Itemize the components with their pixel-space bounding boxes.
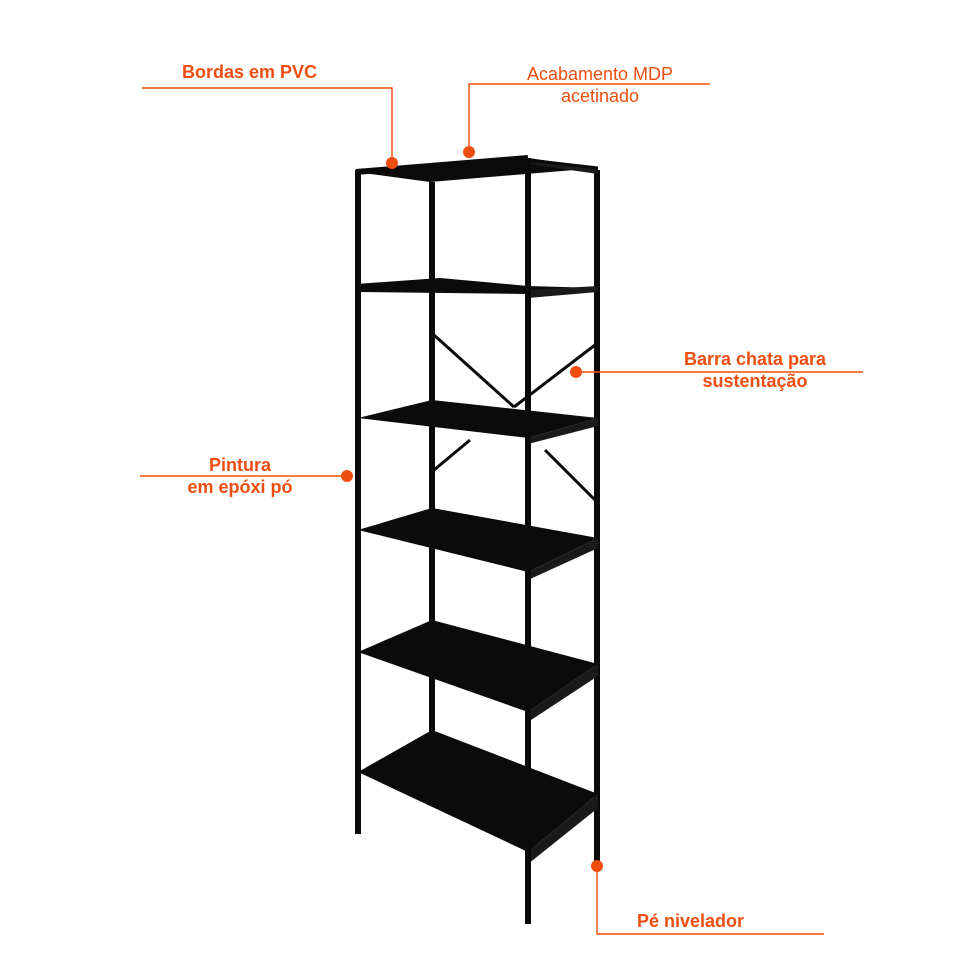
callout-pe-nivelador: Pé nivelador [637,911,745,931]
leader-bordas [142,87,398,169]
top-rail-front [355,155,529,175]
callout-pintura-line1: Pintura [208,455,271,475]
leveling-foot-front [525,914,531,924]
callout-pintura-line2: em epóxi pó [187,477,293,497]
leader-acabamento [463,83,710,158]
brace-upper-a [432,333,516,409]
callout-acabamento-line1: Acabamento MDP [526,64,674,84]
callout-acabamento-mdp: Acabamento MDP acetinado [505,63,695,107]
leader-pe [591,860,824,935]
brace-lower-b [543,448,597,502]
leveling-foot-left [355,824,361,834]
leader-barra [570,366,863,378]
shelf-6 [358,730,598,864]
shelf-4 [358,508,598,580]
leader-pintura [140,470,353,482]
callout-barra-line2: sustentação [702,371,808,391]
callout-barra-line1: Barra chata para [683,349,827,369]
callout-bordas-pvc: Bordas em PVC [182,62,318,82]
callout-acabamento-line2: acetinado [560,86,640,106]
shelf-5 [358,620,598,722]
leveling-foot-right [594,854,600,864]
callout-pintura-epoxi: Pintura em epóxi pó [150,454,330,498]
shelf-2 [356,278,598,298]
brace-lower-a [433,438,471,472]
top-rail-side [527,158,599,170]
shelf-3 [358,400,598,444]
callout-barra-chata: Barra chata para sustentação [660,348,850,392]
